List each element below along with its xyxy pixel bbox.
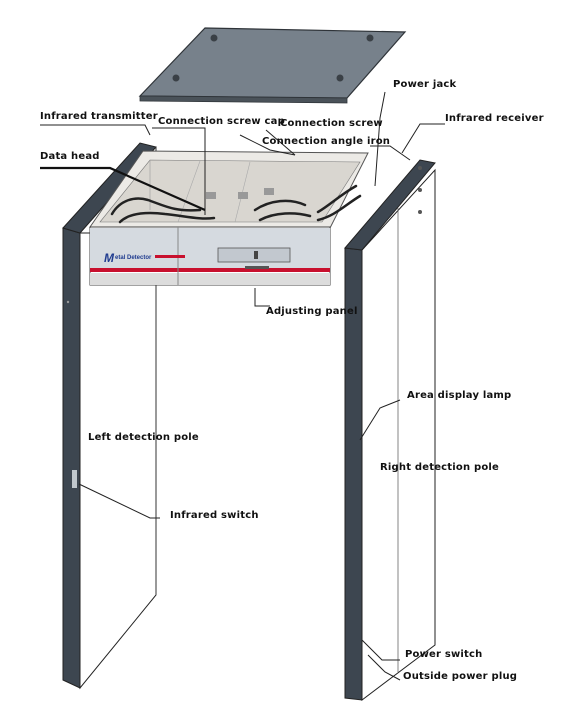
- leader-lines: [40, 91, 445, 681]
- infrared-switch-window: [72, 470, 77, 488]
- top-cover-plate: [138, 27, 407, 104]
- label-power-jack: Power jack: [393, 79, 457, 90]
- cover-screw: [336, 74, 344, 82]
- label-connection-screw: Connection screw: [280, 118, 383, 129]
- adjusting-panel: [89, 226, 331, 286]
- right-detection-pole-body: [344, 159, 436, 702]
- data-head-leader: [40, 166, 206, 212]
- label-infrared-receiver: Infrared receiver: [445, 113, 544, 124]
- label-connection-screw-cap: Connection screw cap: [158, 116, 285, 127]
- label-adjusting-panel: Adjusting panel: [266, 306, 358, 317]
- internal-wiring: [110, 184, 362, 224]
- label-connection-angle-iron: Connection angle iron: [262, 136, 391, 147]
- label-area-display-lamp: Area display lamp: [407, 390, 512, 401]
- label-power-switch: Power switch: [405, 649, 483, 660]
- cover-screw: [172, 74, 180, 82]
- button-strip: [245, 266, 269, 269]
- panel-brand-text: etal Detector: [115, 255, 152, 261]
- cover-screw: [210, 34, 218, 42]
- label-infrared-transmitter: Infrared transmitter: [40, 111, 158, 122]
- cover-screw: [366, 34, 374, 42]
- label-outside-power-plug: Outside power plug: [403, 671, 518, 682]
- label-data-head: Data head: [40, 151, 100, 162]
- label-infrared-switch: Infrared switch: [170, 510, 259, 521]
- label-left-detection-pole: Left detection pole: [88, 432, 199, 443]
- label-right-detection-pole: Right detection pole: [380, 462, 500, 473]
- panel-brand-initial: M: [104, 251, 115, 265]
